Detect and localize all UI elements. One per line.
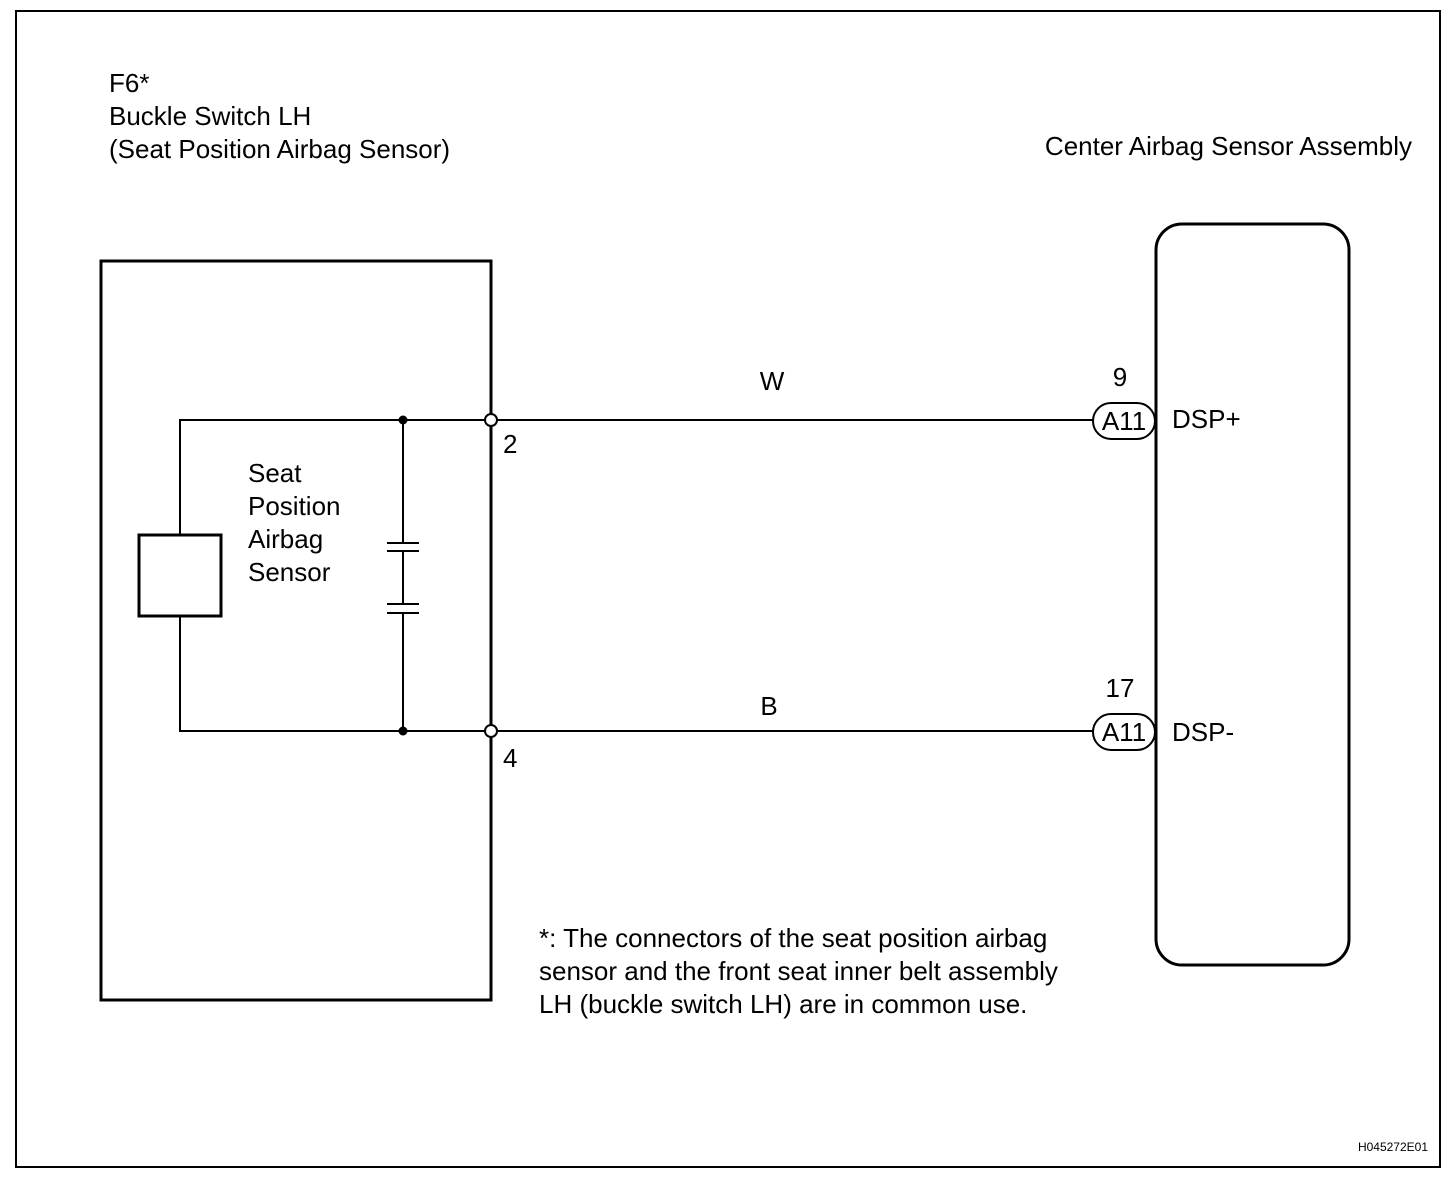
inner-label-line-2: Position: [248, 491, 341, 521]
junction-dot-top: [398, 415, 408, 425]
signal-dsp-plus: DSP+: [1172, 404, 1241, 434]
diagram-border: [15, 10, 1441, 1168]
footnote-line-1: *: The connectors of the seat position a…: [539, 923, 1047, 953]
figure-code: H045272E01: [1358, 1140, 1428, 1154]
left-component-subtitle: (Seat Position Airbag Sensor): [109, 134, 450, 164]
signal-dsp-minus: DSP-: [1172, 717, 1234, 747]
connector-badge-a11-top: [1092, 402, 1156, 440]
wire-color-b: B: [760, 691, 777, 721]
inner-label-line-1: Seat: [248, 458, 302, 488]
footnote-line-3: LH (buckle switch LH) are in common use.: [539, 989, 1027, 1019]
sensor-element: [137, 533, 223, 618]
connector-badge-a11-bottom: [1092, 713, 1156, 751]
pin-number-17: 17: [1106, 673, 1135, 703]
connector-code-bottom: A11: [1102, 717, 1146, 747]
right-component-name: Center Airbag Sensor Assembly: [1045, 131, 1412, 161]
sensor-top-lead: [179, 419, 490, 535]
sensor-bottom-lead: [179, 616, 490, 732]
left-component-name: Buckle Switch LH: [109, 101, 311, 131]
center-airbag-sensor-box: [1154, 222, 1351, 967]
connector-code-top: A11: [1102, 406, 1146, 436]
buckle-switch-box: [99, 259, 493, 1002]
junction-dot-bottom: [398, 726, 408, 736]
pin-number-9: 9: [1113, 362, 1127, 392]
pin-terminal-2: [484, 413, 498, 427]
wire-color-w: W: [760, 366, 785, 396]
pin-terminal-4: [484, 724, 498, 738]
left-connector-code: F6*: [109, 68, 149, 98]
pin-number-4: 4: [503, 743, 517, 773]
inner-label-line-4: Sensor: [248, 557, 331, 587]
footnote-line-2: sensor and the front seat inner belt ass…: [539, 956, 1058, 986]
pin-number-2: 2: [503, 429, 517, 459]
inner-label-line-3: Airbag: [248, 524, 323, 554]
